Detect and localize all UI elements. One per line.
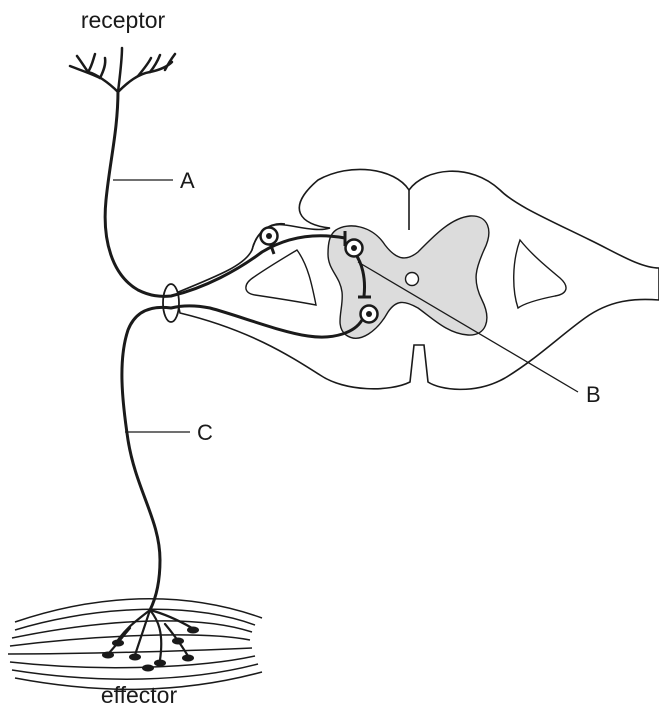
sensory-neurone <box>105 90 345 296</box>
relay-cell-nucleus <box>351 245 357 251</box>
left-white-matter-hole <box>246 250 316 305</box>
receptor-label: receptor <box>81 7 166 33</box>
effector-muscle <box>8 599 262 690</box>
label-a: A <box>180 168 195 193</box>
receptor-endings <box>70 48 175 92</box>
effector-label: effector <box>101 682 178 708</box>
sensory-cell-nucleus <box>266 233 272 239</box>
label-b: B <box>586 382 601 407</box>
label-c: C <box>197 420 213 445</box>
spinal-nerve-end <box>163 284 179 322</box>
right-white-matter-hole <box>514 240 566 308</box>
central-canal <box>406 273 419 286</box>
motor-cell-nucleus <box>366 311 372 317</box>
motor-neurone <box>122 306 362 610</box>
